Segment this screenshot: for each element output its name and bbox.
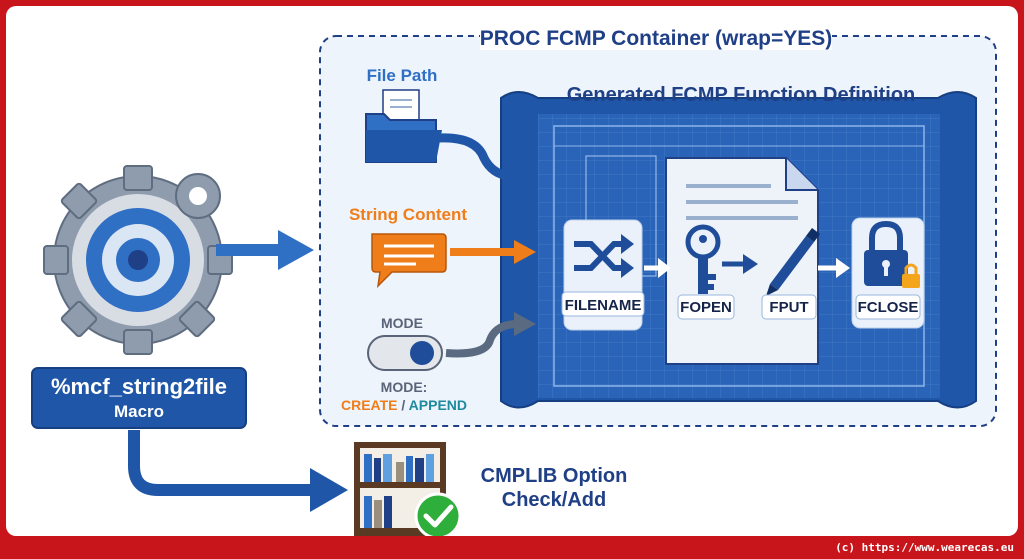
macro-name: %mcf_string2file	[51, 374, 227, 399]
arrowhead	[514, 240, 536, 264]
arrowhead	[836, 258, 850, 278]
arrow-file-path-to-blueprint	[437, 133, 519, 181]
toggle-icon	[367, 335, 443, 371]
diagram-frame: PROC FCMP Container (wrap=YES) Generated…	[6, 6, 1018, 536]
mode-append: APPEND	[409, 397, 467, 413]
mode-separator: /	[398, 397, 409, 413]
mode-create: CREATE	[341, 397, 398, 413]
arrowhead	[310, 468, 348, 512]
step-fclose: FCLOSE	[851, 217, 925, 329]
arrowhead	[743, 254, 758, 274]
folder-icon	[365, 89, 442, 163]
input-mode: MODE MODE: CREATE / APPEND	[341, 315, 467, 413]
arrowhead	[514, 312, 536, 336]
step-filename: FILENAME	[561, 219, 645, 331]
container-title: PROC FCMP Container (wrap=YES)	[480, 27, 833, 50]
step-label-fopen: FOPEN	[680, 299, 732, 316]
cmplib-line2: Check/Add	[502, 489, 606, 511]
mode-options: CREATE / APPEND	[341, 397, 467, 413]
blueprint-title: Generated FCMP Function Definition	[567, 84, 916, 106]
step-label-fput: FPUT	[769, 299, 808, 316]
shuffle-icon	[574, 234, 634, 278]
mode-caption: MODE:	[381, 379, 428, 395]
arrow-macro-to-cmplib	[128, 430, 316, 496]
diagram-canvas: PROC FCMP Container (wrap=YES) Generated…	[31, 24, 997, 536]
gear-icon	[43, 165, 233, 355]
step-label-filename: FILENAME	[565, 297, 642, 314]
step-label-fclose: FCLOSE	[858, 299, 919, 316]
step-fput: FPUT	[761, 228, 820, 320]
step-fopen: FOPEN	[677, 224, 735, 320]
input-string-content: String Content	[349, 205, 467, 289]
chat-bubble-icon	[371, 233, 447, 289]
macro-box: %mcf_string2file Macro	[31, 367, 247, 429]
arrowhead	[514, 164, 536, 188]
footer-bar: (c) https://www.wearecas.eu	[0, 536, 1024, 559]
arrowhead	[658, 258, 671, 278]
key-icon	[685, 224, 721, 294]
file-path-label: File Path	[367, 66, 438, 85]
input-file-path: File Path	[365, 66, 442, 163]
copyright-text: (c) https://www.wearecas.eu	[835, 541, 1014, 554]
string-content-label: String Content	[349, 205, 467, 224]
macro-type: Macro	[114, 402, 164, 421]
cmplib-line1: CMPLIB Option	[481, 465, 628, 487]
padlock-icon	[864, 220, 920, 288]
arrowhead	[278, 230, 314, 270]
mode-toggle-label: MODE	[381, 315, 423, 331]
checkmark-icon	[414, 492, 462, 536]
arrow-mode-to-blueprint	[445, 320, 519, 358]
small-gear-icon	[175, 173, 221, 219]
